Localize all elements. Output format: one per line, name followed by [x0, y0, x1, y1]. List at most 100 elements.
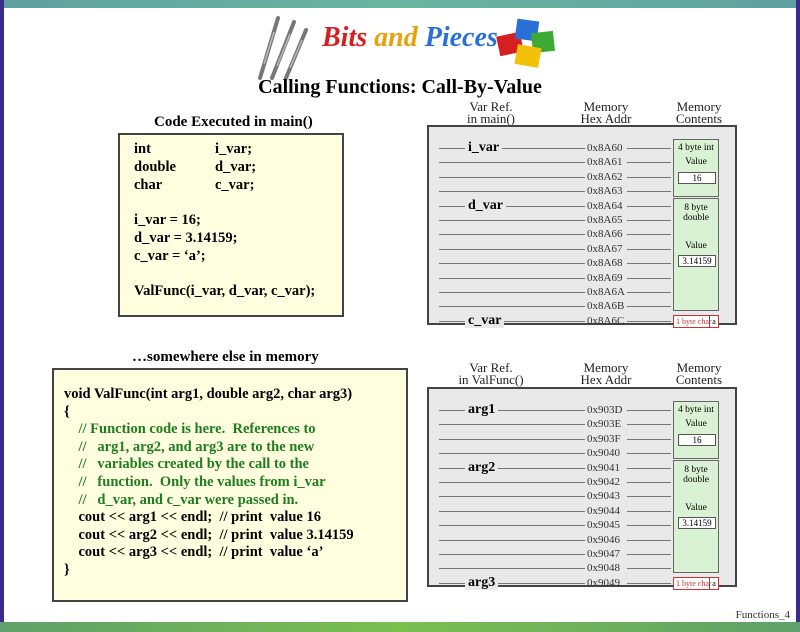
address-line	[439, 438, 585, 440]
var-ref-header: Var Ref. in main()	[466, 99, 515, 126]
address-line	[627, 539, 671, 541]
slide-title: Calling Functions: Call-By-Value	[258, 76, 542, 98]
code-line: i_var = 16;	[134, 212, 201, 229]
address-line	[439, 539, 585, 541]
address-line	[439, 191, 585, 193]
code-line: ValFunc(i_var, d_var, c_var);	[134, 283, 316, 300]
address-line	[627, 424, 671, 426]
func-code-heading: …somewhere else in memory	[132, 349, 319, 365]
hex-address: 0x9041	[587, 461, 620, 474]
cell-type-label: 1 byte char	[676, 316, 712, 326]
address-line	[439, 410, 585, 411]
address-line	[627, 234, 671, 236]
code-comment: // arg1, arg2, and arg3 are to the new	[64, 438, 315, 455]
address-line	[627, 496, 671, 498]
cell-type-label: 4 byte int	[678, 405, 714, 415]
hex-address: 0x903E	[587, 418, 622, 431]
address-line	[439, 424, 585, 426]
address-line	[439, 496, 585, 498]
code-identifier: c_var;	[215, 176, 255, 193]
address-line	[439, 467, 585, 469]
variable-name: arg1	[465, 403, 499, 417]
address-line	[627, 148, 671, 149]
hex-address: 0x9049	[587, 576, 620, 589]
logo-word-1: Bits	[322, 22, 368, 53]
hex-address: 0x8A6A	[587, 286, 625, 298]
address-line	[627, 568, 671, 570]
address-line	[627, 220, 671, 221]
logo-word-3: Pieces	[424, 22, 498, 53]
hex-address: 0x9048	[587, 562, 620, 575]
cell-type-label: 8 byte double	[683, 464, 709, 485]
address-line	[627, 410, 671, 411]
code-identifier: d_var;	[215, 158, 257, 175]
address-line	[627, 438, 671, 440]
value-box: 3.14159	[678, 254, 716, 267]
address-line	[439, 234, 585, 236]
address-line	[627, 292, 671, 293]
address-line	[439, 554, 585, 555]
code-type: int	[134, 141, 151, 157]
address-line	[439, 292, 585, 293]
address-line	[439, 453, 585, 455]
char-value: a	[709, 315, 718, 327]
code-line: cout << arg2 << endl; // print value 3.1…	[64, 526, 354, 543]
code-line: d_var = 3.14159;	[134, 230, 238, 246]
address-line	[439, 306, 585, 308]
address-line	[439, 148, 585, 149]
var-ref-header: Var Ref. in ValFunc()	[458, 360, 524, 387]
char-value: a	[709, 577, 718, 589]
value-box: 16	[678, 434, 716, 446]
code-line: }	[64, 562, 70, 578]
hex-address: 0x8A64	[587, 199, 623, 212]
hex-address: 0x8A66	[587, 228, 623, 241]
hex-address: 0x8A61	[587, 156, 623, 169]
address-line	[627, 176, 671, 178]
variable-name: c_var	[465, 313, 505, 328]
hex-address: 0x903F	[587, 432, 621, 445]
address-line	[439, 320, 585, 322]
hex-address: 0x8A68	[587, 257, 623, 270]
logo-word-2: and	[374, 22, 418, 53]
value-label: Value	[685, 240, 707, 251]
address-line	[627, 582, 671, 584]
hex-address: 0x8A62	[587, 170, 623, 183]
address-line	[439, 525, 585, 527]
main-code-heading: Code Executed in main()	[154, 114, 313, 130]
code-line: c_var = ‘a’;	[134, 247, 206, 264]
value-label: Value	[685, 502, 707, 513]
address-line	[627, 263, 671, 265]
hex-addr-header: Memory Hex Addr	[580, 360, 632, 387]
variable-name: i_var	[465, 141, 503, 155]
hex-address: 0x8A63	[587, 185, 623, 198]
value-label: Value	[685, 419, 707, 429]
hex-address: 0x9042	[587, 476, 620, 488]
address-line	[439, 220, 585, 221]
address-line	[439, 568, 585, 570]
address-line	[439, 263, 585, 265]
address-line	[439, 510, 585, 512]
variable-name: arg3	[465, 575, 499, 590]
drill-bits-icon	[258, 16, 308, 80]
address-line	[439, 582, 585, 584]
hex-address: 0x9040	[587, 447, 620, 460]
address-line	[439, 205, 585, 207]
code-comment: // variables created by the call to the	[64, 456, 310, 473]
hex-address: 0x9045	[587, 519, 620, 532]
address-line	[627, 162, 671, 164]
cell-type-label: 4 byte int	[678, 143, 714, 153]
address-line	[439, 482, 585, 483]
logo-text: Bits and Pieces	[322, 22, 498, 54]
hex-address: 0x8A6B	[587, 300, 625, 313]
func-code-box: void ValFunc(int arg1, double arg2, char…	[52, 368, 408, 602]
address-line	[627, 482, 671, 483]
hex-address: 0x9047	[587, 548, 620, 560]
address-line	[439, 248, 585, 250]
code-comment: // Function code is here. References to	[64, 421, 316, 438]
